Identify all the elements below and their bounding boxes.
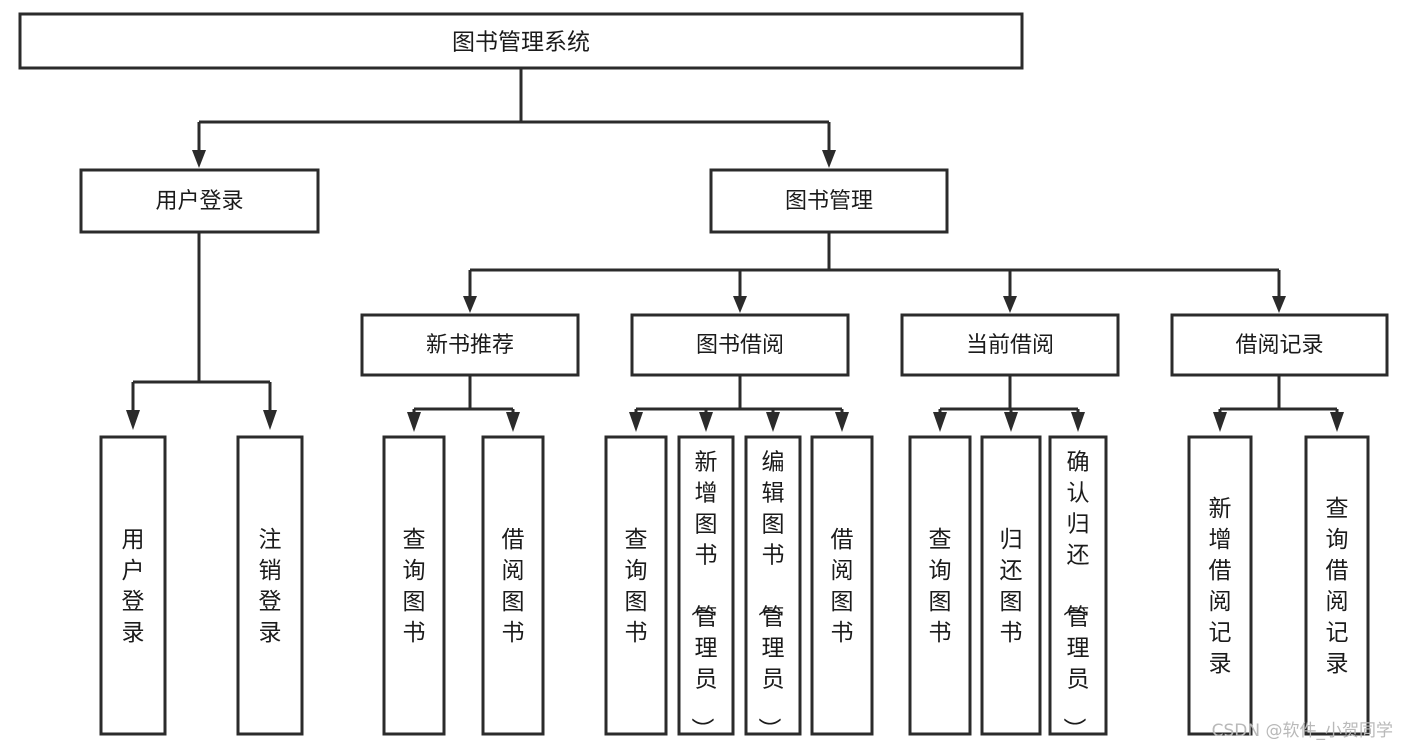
node-borrow-record-label: 借阅记录 bbox=[1235, 333, 1323, 358]
leaf-node-box bbox=[1304, 435, 1370, 736]
arrowhead-to-new-book bbox=[463, 296, 477, 313]
arrowhead-to-current-borrow bbox=[1003, 296, 1017, 313]
leaf-node-box bbox=[382, 435, 446, 736]
node-borrow-record-box bbox=[1170, 313, 1389, 377]
leaf-node[interactable]: 借阅图书 bbox=[810, 435, 874, 736]
node-current-borrow-box bbox=[900, 313, 1120, 377]
arrowhead-to-borrow-record bbox=[1272, 296, 1286, 313]
leaf-node[interactable]: 查询借阅记录 bbox=[1304, 435, 1370, 736]
node-user-login-box bbox=[79, 168, 320, 234]
leaf-node-box bbox=[744, 435, 802, 736]
leaf-node[interactable]: 新增借阅记录 bbox=[1187, 435, 1253, 736]
leaf-node-label: 编辑图书（管理员） bbox=[756, 450, 785, 741]
arrowhead-borrow-record-leaf2 bbox=[1330, 412, 1344, 432]
leaf-node-label: 借阅图书 bbox=[831, 527, 854, 646]
arrowhead-new-book-leaf1 bbox=[407, 412, 421, 432]
arrowhead-new-book-leaf2 bbox=[506, 412, 520, 432]
leaf-node-label: 注销登录 bbox=[259, 527, 282, 646]
leaf-node[interactable]: 查询图书 bbox=[604, 435, 668, 736]
leaf-node[interactable]: 确认归还（管理员） bbox=[1048, 435, 1108, 741]
node-book-management[interactable]: 图书管理 bbox=[709, 168, 949, 234]
node-root-box bbox=[18, 12, 1024, 70]
leaf-node[interactable]: 归还图书 bbox=[980, 435, 1042, 736]
leaf-node-box bbox=[980, 435, 1042, 736]
node-book-borrow[interactable]: 图书借阅 bbox=[630, 313, 850, 377]
leaf-node-box bbox=[1048, 435, 1108, 736]
csdn-watermark: CSDN @软件_小贺同学 bbox=[1211, 721, 1393, 741]
leaf-node-box bbox=[1187, 435, 1253, 736]
arrowhead-user-login-leaf2 bbox=[263, 410, 277, 430]
leaf-node-label: 用户登录 bbox=[122, 527, 145, 646]
leaf-node-box bbox=[908, 435, 972, 736]
connector-group-currentborrow-to-leaves bbox=[933, 375, 1085, 432]
connector-group-userlogin-to-leaves bbox=[126, 232, 277, 430]
arrowhead-borrow-leaf3 bbox=[766, 412, 780, 432]
leaf-node[interactable]: 注销登录 bbox=[236, 435, 304, 736]
arrowhead-user-login-leaf1 bbox=[126, 410, 140, 430]
leaf-node-label: 查询借阅记录 bbox=[1326, 496, 1349, 677]
node-current-borrow[interactable]: 当前借阅 bbox=[900, 313, 1120, 377]
leaf-node-box bbox=[481, 435, 545, 736]
connector-group-root-to-level2 bbox=[192, 68, 836, 168]
leaf-node-label: 归还图书 bbox=[1000, 527, 1023, 646]
node-root-label: 图书管理系统 bbox=[452, 30, 590, 56]
leaf-node[interactable]: 查询图书 bbox=[382, 435, 446, 736]
node-book-borrow-label: 图书借阅 bbox=[696, 333, 784, 358]
arrowhead-current-borrow-leaf2 bbox=[1004, 412, 1018, 432]
leaf-node[interactable]: 新增图书（管理员） bbox=[677, 435, 735, 741]
leaf-node-box bbox=[677, 435, 735, 736]
node-root-system[interactable]: 图书管理系统 bbox=[18, 12, 1024, 70]
leaf-node-label: 新增借阅记录 bbox=[1209, 496, 1232, 677]
connector-group-newbook-to-leaves bbox=[407, 375, 520, 432]
leaf-node-label: 查询图书 bbox=[625, 527, 648, 646]
connector-group-bookmgmt-to-level3 bbox=[463, 232, 1286, 313]
arrowhead-borrow-leaf2 bbox=[699, 412, 713, 432]
leaf-node-box bbox=[236, 435, 304, 736]
leaf-node[interactable]: 编辑图书（管理员） bbox=[744, 435, 802, 741]
connector-group-borrowrecord-to-leaves bbox=[1213, 375, 1344, 432]
node-new-book-recommend-box bbox=[360, 313, 580, 377]
node-book-borrow-box bbox=[630, 313, 850, 377]
leaf-node[interactable]: 用户登录 bbox=[99, 435, 167, 736]
node-user-login-label: 用户登录 bbox=[155, 189, 243, 214]
arrowhead-to-user-login bbox=[192, 150, 206, 168]
leaf-node-label: 确认归还（管理员） bbox=[1061, 450, 1090, 741]
arrowhead-to-borrow bbox=[733, 296, 747, 313]
arrowhead-current-borrow-leaf1 bbox=[933, 412, 947, 432]
leaf-node-box bbox=[810, 435, 874, 736]
leaf-node-label: 借阅图书 bbox=[502, 527, 525, 646]
node-book-management-label: 图书管理 bbox=[785, 189, 873, 214]
leaf-node-label: 查询图书 bbox=[403, 527, 426, 646]
arrowhead-borrow-leaf4 bbox=[835, 412, 849, 432]
leaf-node[interactable]: 查询图书 bbox=[908, 435, 972, 736]
node-borrow-record[interactable]: 借阅记录 bbox=[1170, 313, 1389, 377]
leaf-node-box bbox=[99, 435, 167, 736]
connector-group-borrow-to-leaves bbox=[629, 375, 849, 432]
leaf-node[interactable]: 借阅图书 bbox=[481, 435, 545, 736]
node-book-management-box bbox=[709, 168, 949, 234]
arrowhead-current-borrow-leaf3 bbox=[1071, 412, 1085, 432]
node-user-login[interactable]: 用户登录 bbox=[79, 168, 320, 234]
leaf-node-layer: 用户登录 注销登录 查询图书 借阅图书 查询图书 新增图书（管理员） 编辑图书（管理员） 借阅… bbox=[99, 435, 1370, 741]
leaf-node-label: 新增图书（管理员） bbox=[689, 450, 718, 741]
node-new-book-recommend[interactable]: 新书推荐 bbox=[360, 313, 580, 377]
arrowhead-borrow-record-leaf1 bbox=[1213, 412, 1227, 432]
arrowhead-borrow-leaf1 bbox=[629, 412, 643, 432]
node-new-book-recommend-label: 新书推荐 bbox=[426, 333, 514, 358]
leaf-node-box bbox=[604, 435, 668, 736]
arrowhead-to-book-mgmt bbox=[822, 150, 836, 168]
node-current-borrow-label: 当前借阅 bbox=[966, 333, 1054, 358]
leaf-node-label: 查询图书 bbox=[929, 527, 952, 646]
